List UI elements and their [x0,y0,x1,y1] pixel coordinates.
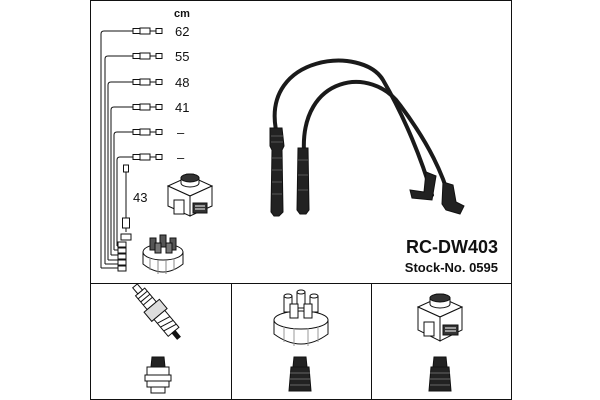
model-name: RC-DW403 [406,237,498,257]
plug-boots [269,127,465,217]
coil-boot-icon [428,356,452,392]
stock-number: Stock-No. 0595 [405,260,498,275]
length-label: 48 [175,75,189,90]
plug-boot-icon [144,356,172,394]
ignition-cable-set [272,58,452,202]
distributor-cap-icon [273,289,329,346]
cable-schematic [100,30,127,269]
length-label: – [177,150,185,165]
spark-plug-icon [132,283,181,340]
ignition-coil-icon [166,173,214,217]
distributor-cap-icon [142,234,184,274]
cap-boot-icon [288,356,312,392]
ignition-coil-icon [416,293,464,342]
length-label: 55 [175,49,189,64]
coil-lead-length: 43 [133,190,147,205]
length-label: 62 [175,24,189,39]
unit-label: cm [174,8,190,20]
length-label: 41 [175,100,189,115]
coil-lead [117,164,132,272]
cable-connectors [126,27,163,161]
length-label: – [177,125,185,140]
